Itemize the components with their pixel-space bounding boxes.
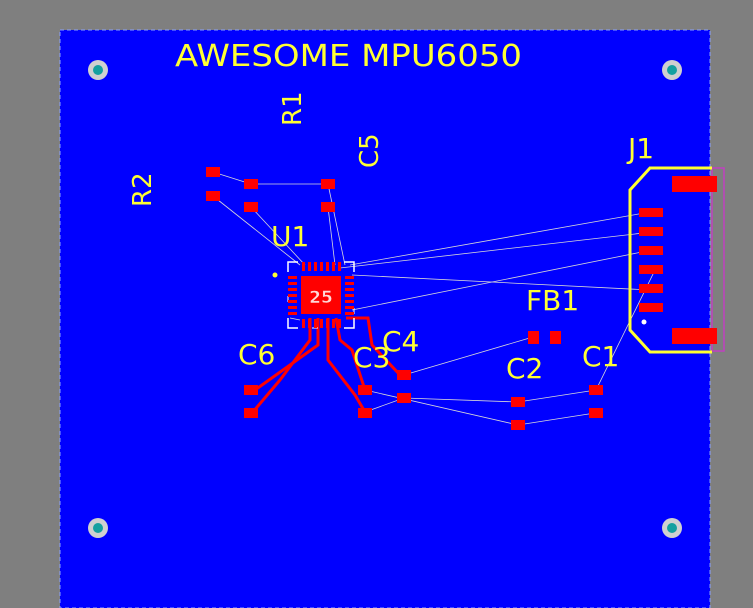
board-outline[interactable] — [59, 29, 711, 608]
u1-footprint[interactable]: 25 — [272, 261, 355, 329]
r2-footprint[interactable] — [206, 167, 220, 201]
mounting-hole-icon — [662, 518, 682, 538]
c1-footprint[interactable] — [589, 385, 603, 418]
copper-traces[interactable] — [250, 316, 402, 414]
label-fb1: FB1 — [526, 284, 579, 317]
label-c1: C1 — [582, 340, 619, 373]
pin1-dot-icon — [272, 272, 278, 278]
label-c5: C5 — [355, 133, 385, 168]
label-c3: C3 — [353, 341, 390, 374]
label-c4: C4 — [382, 325, 419, 358]
board-title: AWESOME MPU6050 — [175, 39, 522, 74]
mounting-hole-icon — [88, 60, 108, 80]
j1-footprint[interactable] — [628, 166, 725, 354]
pin1-dot-icon — [641, 319, 647, 325]
c5-footprint[interactable] — [321, 179, 335, 212]
mounting-hole-icon — [88, 518, 108, 538]
u1-center-pad[interactable] — [301, 276, 341, 314]
c4-footprint[interactable] — [397, 370, 411, 403]
label-r1: R1 — [278, 91, 308, 126]
r1-footprint[interactable] — [244, 179, 258, 212]
mounting-hole-icon — [662, 60, 682, 80]
fb1-footprint[interactable] — [528, 331, 561, 344]
label-r2: R2 — [128, 172, 158, 207]
label-c2: C2 — [506, 352, 543, 385]
label-c6: C6 — [238, 338, 275, 371]
c2-footprint[interactable] — [511, 397, 525, 430]
c6-footprint[interactable] — [244, 385, 258, 418]
c3-footprint[interactable] — [358, 385, 372, 418]
u1-center-pad-label: 25 — [309, 288, 333, 308]
label-u1: U1 — [271, 220, 309, 253]
label-j1: J1 — [626, 132, 654, 165]
